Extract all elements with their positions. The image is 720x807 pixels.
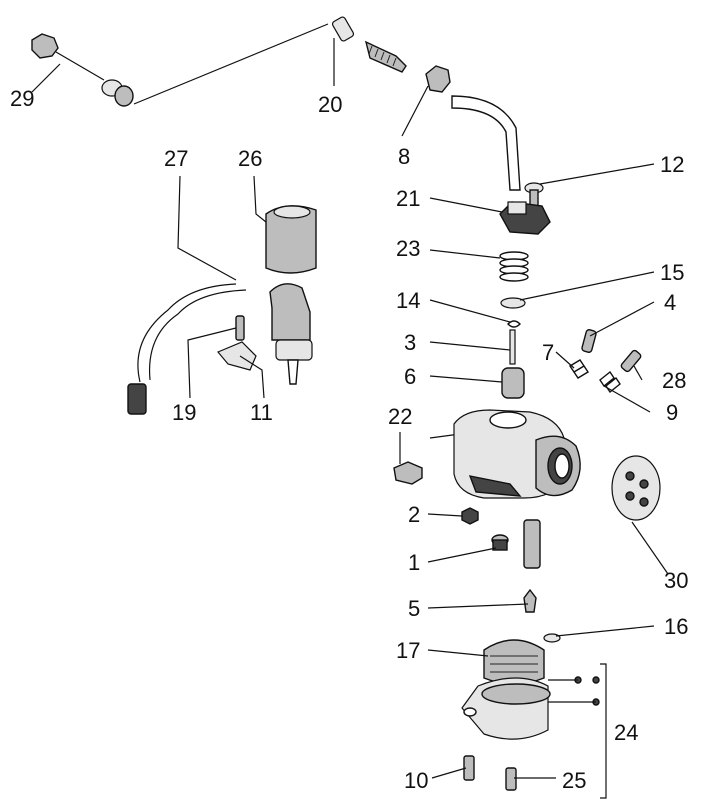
part-11-bracket	[217, 341, 257, 371]
callout-14: 14	[396, 288, 420, 313]
part-26-cap	[265, 205, 317, 274]
part-3-needle	[509, 329, 516, 365]
carburetor-body	[429, 409, 581, 499]
callout-22: 22	[388, 404, 412, 429]
callout-30: 30	[664, 568, 688, 593]
part-12-screw	[524, 182, 544, 209]
part-17-float	[483, 639, 545, 685]
part-25-screw	[505, 767, 517, 791]
callout-15: 15	[660, 260, 684, 285]
part-5-float-needle	[523, 588, 537, 613]
callout-24: 24	[614, 720, 638, 745]
part-4-screw	[581, 329, 597, 353]
callout-labels: 29 20 8 12 21 23 15 14 4 3 7 6 28 9 22 2…	[10, 86, 688, 793]
part-21-cover	[499, 201, 551, 235]
callout-20: 20	[318, 92, 342, 117]
callout-1: 1	[408, 550, 420, 575]
callout-17: 17	[396, 638, 420, 663]
callout-23: 23	[396, 236, 420, 261]
part-23-spring	[499, 251, 529, 282]
callout-2: 2	[408, 502, 420, 527]
callout-11: 11	[250, 400, 273, 425]
callout-5: 5	[408, 596, 420, 621]
callout-29: 29	[10, 86, 34, 111]
callout-28: 28	[662, 368, 686, 393]
callout-10: 10	[404, 768, 428, 793]
callout-4: 4	[664, 290, 676, 315]
part-14-clip	[507, 320, 521, 328]
part-30-diffuser	[611, 455, 661, 521]
callout-16: 16	[664, 614, 688, 639]
part-15-washer	[500, 297, 526, 309]
leader-lines	[31, 38, 669, 799]
part-2-nut	[461, 507, 479, 525]
callout-26: 26	[238, 146, 262, 171]
part-27-auto-choke	[127, 283, 313, 415]
callout-12: 12	[660, 152, 684, 177]
cable-line	[133, 23, 329, 105]
callout-27: 27	[164, 146, 188, 171]
part-9-spring	[599, 370, 621, 394]
part-20-cable-adjuster	[331, 16, 407, 73]
part-7-spring	[569, 359, 589, 379]
part-1-jet	[491, 534, 509, 551]
callout-19: 19	[172, 400, 196, 425]
part-24-float-bowl	[461, 676, 600, 740]
callout-3: 3	[404, 330, 416, 355]
emulsion-tube	[523, 519, 541, 569]
part-28-screw	[620, 349, 642, 373]
part-6-slide	[501, 367, 525, 399]
part-19-screw	[235, 315, 245, 341]
callout-7: 7	[542, 340, 554, 365]
callout-6: 6	[404, 364, 416, 389]
part-8-fuel-hose	[425, 65, 521, 191]
callout-8: 8	[398, 144, 410, 169]
callout-21: 21	[396, 186, 420, 211]
part-29-cable-end	[31, 33, 134, 107]
part-22-fitting	[393, 461, 423, 485]
part-16-pin	[543, 633, 561, 643]
callout-9: 9	[666, 400, 678, 425]
callout-25: 25	[562, 768, 586, 793]
